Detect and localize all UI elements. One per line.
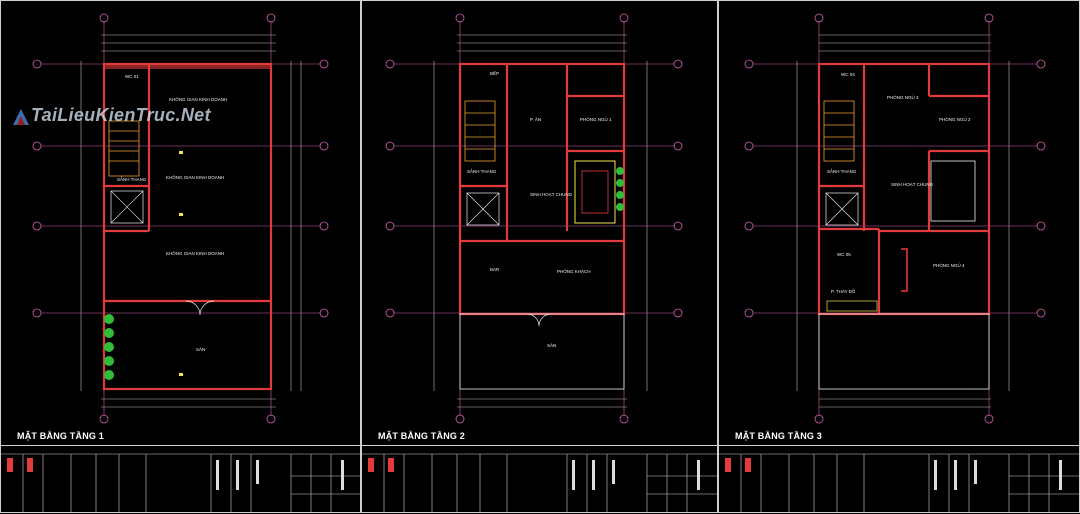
room-label: SINH HOẠT CHUNG xyxy=(530,192,573,197)
sheet-floor-3: WC 04 PHÒNG NGỦ 3 PHÒNG NGỦ 2 SẢNH THANG… xyxy=(718,0,1080,513)
title-block xyxy=(1,445,362,512)
room-label: SẢNH THANG xyxy=(117,176,147,182)
room-label: WC 05 xyxy=(837,252,851,257)
sheet-title: MẶT BẰNG TẦNG 2 xyxy=(378,431,465,441)
title-block xyxy=(362,445,719,512)
room-label: KHÔNG GIAN KINH DOANH xyxy=(166,174,224,180)
sheet-floor-2: BẾP P. ĂN PHÒNG NGỦ 1 SẢNH THANG SINH HO… xyxy=(361,0,719,513)
sheet-title: MẶT BẰNG TẦNG 1 xyxy=(17,431,104,441)
room-label: PHÒNG NGỦ 4 xyxy=(933,262,965,268)
room-label: P. THAY ĐỒ xyxy=(831,288,856,294)
floor-plan-3: WC 04 PHÒNG NGỦ 3 PHÒNG NGỦ 2 SẢNH THANG… xyxy=(744,13,1046,424)
room-label: SẢNH THANG xyxy=(827,168,857,174)
room-label: SÂN xyxy=(547,342,556,348)
room-label: PHÒNG NGỦ 1 xyxy=(580,116,612,122)
room-label: WC 01 xyxy=(125,74,139,79)
room-label: SÂN xyxy=(196,346,205,352)
watermark-logo-icon xyxy=(11,107,31,127)
room-label: PHÒNG NGỦ 3 xyxy=(887,94,919,100)
room-label: WC 04 xyxy=(841,72,855,77)
room-label: PHÒNG NGỦ 2 xyxy=(939,116,971,122)
room-label: SẢNH THANG xyxy=(467,168,497,174)
room-label: KHÔNG GIAN KINH DOANH xyxy=(166,250,224,256)
sheet-floor-1: WC 01 KHÔNG GIAN KINH DOANH KHÔNG GIAN K… xyxy=(0,0,362,513)
room-label: KHÔNG GIAN KINH DOANH xyxy=(169,96,227,102)
floor-plan-2: BẾP P. ĂN PHÒNG NGỦ 1 SẢNH THANG SINH HO… xyxy=(385,13,683,424)
sheet-title: MẶT BẰNG TẦNG 3 xyxy=(735,431,822,441)
room-label: BAR xyxy=(490,267,500,272)
room-label: P. ĂN xyxy=(530,116,541,122)
room-label: BẾP xyxy=(490,70,499,76)
room-label: SINH HOẠT CHUNG xyxy=(891,182,934,187)
floor-plan-1: WC 01 KHÔNG GIAN KINH DOANH KHÔNG GIAN K… xyxy=(32,13,329,424)
title-block xyxy=(719,445,1080,512)
watermark: TaiLieuKienTruc.Net xyxy=(31,105,211,125)
room-label: PHÒNG KHÁCH xyxy=(557,268,591,274)
